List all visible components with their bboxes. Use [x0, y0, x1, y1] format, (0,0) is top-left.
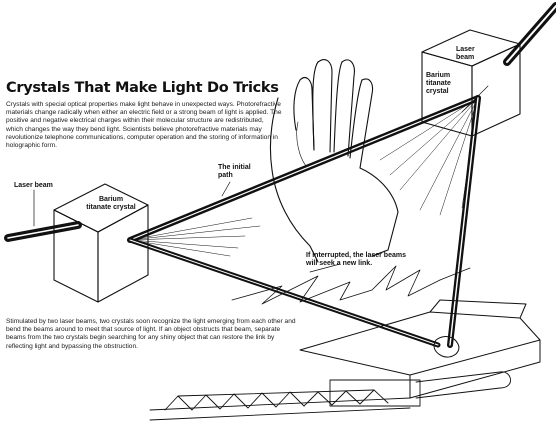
zigzag-search-beams — [231, 265, 471, 305]
label-pointers — [33, 85, 489, 273]
label-laser-beam-right: Laser beam — [456, 46, 475, 61]
right-search-beam — [447, 95, 481, 348]
hand-illustration — [269, 59, 399, 263]
bridge-truss — [149, 371, 511, 421]
label-interrupted: If interrupted, the laser beams will see… — [306, 252, 406, 267]
caption-paragraph: Stimulated by two laser beams, two cryst… — [6, 318, 296, 350]
figure-title: Crystals That Make Light Do Tricks — [6, 80, 279, 96]
left-search-beam — [127, 237, 441, 348]
right-crystal-cube — [421, 29, 521, 137]
label-crystal-right: Barium titanate crystal — [426, 72, 451, 95]
label-laser-beam-left: Laser beam — [14, 182, 53, 189]
label-crystal-left: Barium titanate crystal — [86, 196, 136, 211]
laser-beam-right — [503, 2, 556, 66]
obstruction-platform — [299, 299, 541, 399]
initial-path-beam — [127, 95, 481, 243]
laser-beam-left — [4, 221, 82, 242]
intro-paragraph: Crystals with special optical properties… — [6, 101, 282, 150]
left-crystal-beam-fan — [129, 217, 261, 257]
left-crystal-cube — [53, 183, 149, 303]
label-initial-path: The initial path — [218, 164, 251, 179]
